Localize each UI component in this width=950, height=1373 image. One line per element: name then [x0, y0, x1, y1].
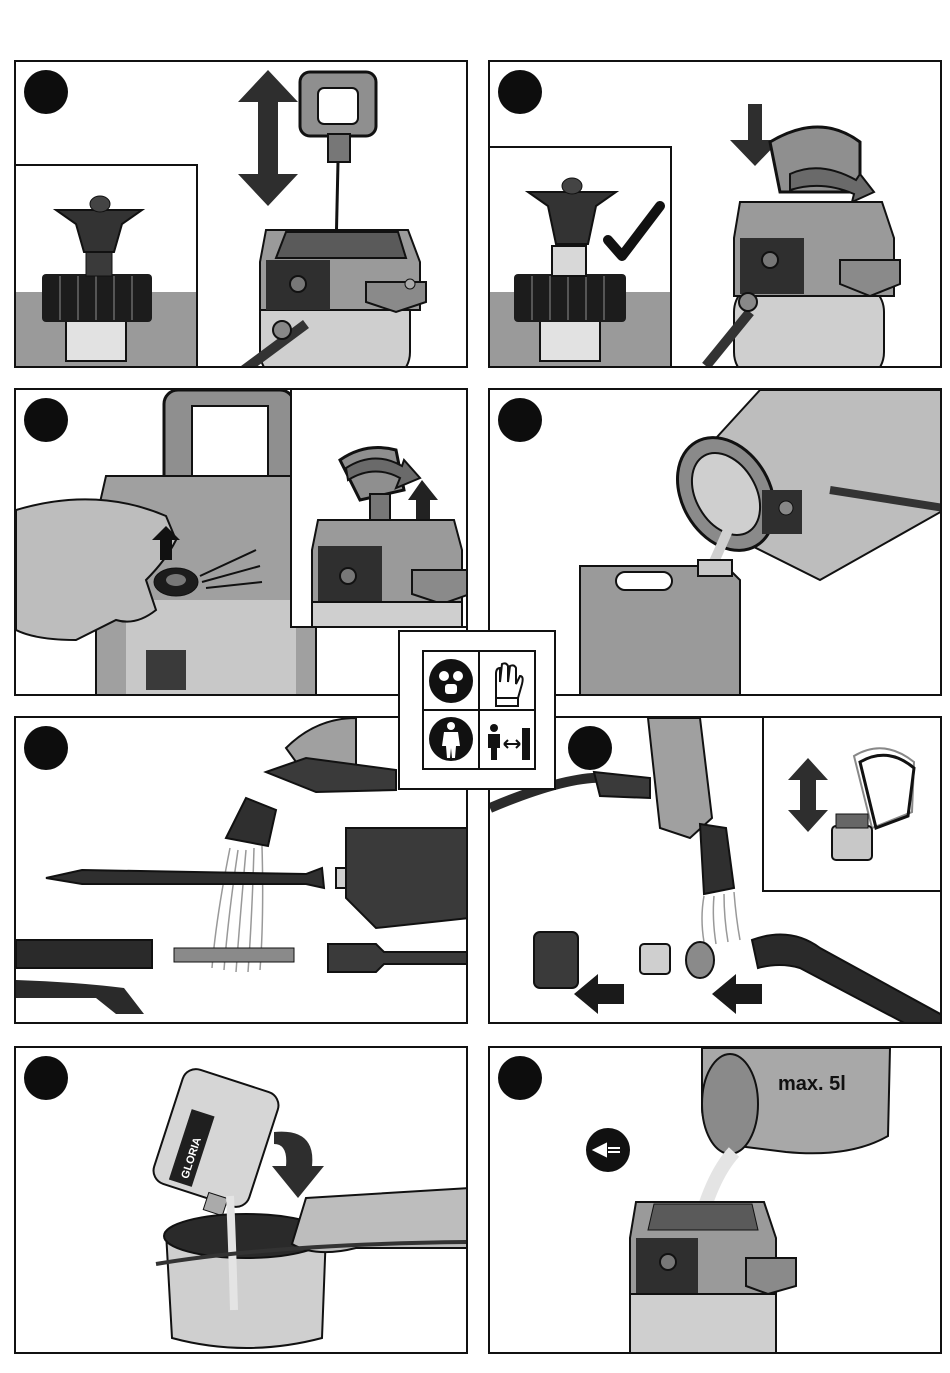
- double-arrow-vertical-icon: [788, 758, 828, 832]
- arrow-down-icon: [730, 104, 780, 166]
- step-3-bullet: [24, 398, 68, 442]
- step-6-inset-nozzle-filter: [762, 716, 942, 892]
- step-1-inset-cap-unlocked: [14, 164, 198, 368]
- nozzle-filter-illustration: [764, 718, 942, 892]
- rotate-arrow-icon: [790, 168, 874, 202]
- protective-suit-icon: [429, 717, 473, 761]
- safety-icons-grid: [422, 650, 536, 770]
- step-8-panel: max. 5l: [488, 1046, 942, 1354]
- handle-unlock-illustration: [292, 390, 468, 628]
- step-2-bullet: [498, 70, 542, 114]
- arrow-down-icon: [272, 1132, 324, 1198]
- safety-equipment-box: [398, 630, 556, 790]
- step-4-panel: [488, 388, 942, 696]
- keep-distance-icon: [488, 724, 530, 760]
- step-3-inset-handle-unlock: [290, 388, 468, 628]
- arrow-left-icon: [574, 974, 624, 1014]
- water-stream-icon: [702, 892, 740, 944]
- step-7-panel: GLORIA: [14, 1046, 468, 1354]
- step-2-inset-cap-locked: [488, 146, 672, 368]
- face-mask-icon: [429, 659, 473, 703]
- fill-volume-label: max. 5l: [778, 1073, 846, 1095]
- step-7-main-illustration: GLORIA: [16, 1048, 468, 1354]
- checkmark-icon: [608, 206, 660, 256]
- step-1-panel: [14, 60, 468, 368]
- safety-icons-illustration: [424, 652, 534, 768]
- cap-unlocked-illustration: [16, 166, 198, 368]
- step-4-main-illustration: [490, 390, 942, 696]
- cap-locked-illustration: [490, 148, 672, 368]
- step-8-main-illustration: max. 5l: [490, 1048, 942, 1354]
- step-2-panel: [488, 60, 942, 368]
- step-6-panel: [488, 716, 942, 1024]
- gloves-icon: [496, 663, 523, 706]
- arrow-left-icon: [712, 974, 762, 1014]
- step-6-bullet: [568, 726, 612, 770]
- step-1-bullet: [24, 70, 68, 114]
